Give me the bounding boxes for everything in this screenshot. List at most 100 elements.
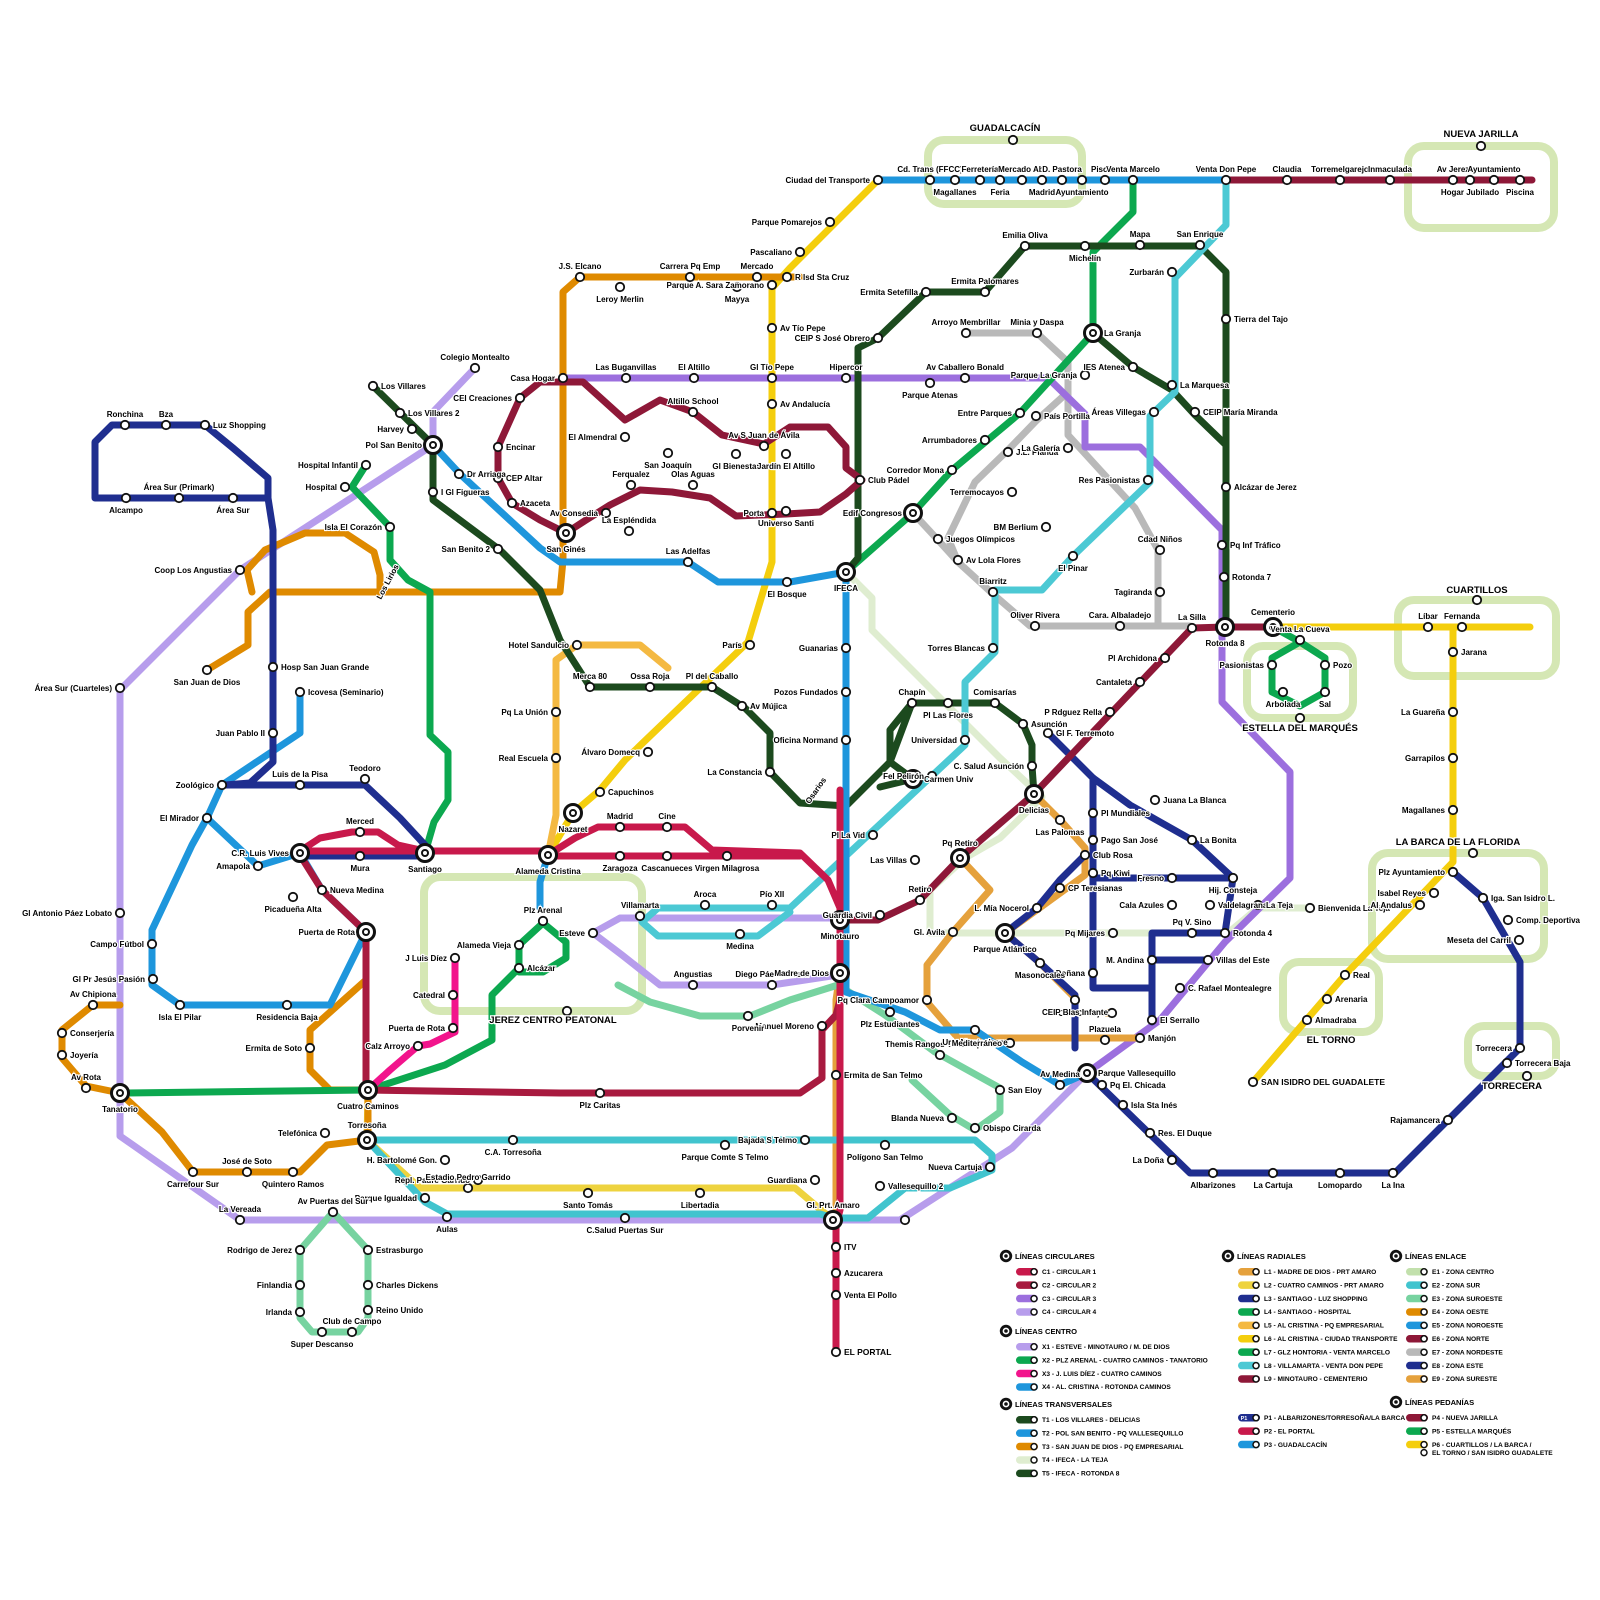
station-label: EL PORTAL <box>844 1347 891 1357</box>
station-label: Picadueña Alta <box>264 905 322 914</box>
station-cd-trans-ffcc- <box>924 174 936 186</box>
station-label: Torremelgarejo <box>1311 165 1369 174</box>
station-carrefour-sur <box>187 1166 199 1178</box>
line-T1 <box>369 382 1038 810</box>
station-label: Residencia Baja <box>256 1013 318 1022</box>
hub-inner <box>364 1086 372 1094</box>
station-l-m-a-nocerol <box>1031 902 1043 914</box>
station-azucarera <box>830 1267 842 1279</box>
legend-item-dot <box>1252 1361 1260 1370</box>
station-luis-de-la-pisa <box>294 779 306 791</box>
station-label: Albarizones <box>1190 1181 1236 1190</box>
station-el-mirador <box>201 812 213 824</box>
station-label: Magallanes <box>1402 806 1446 815</box>
station-label: La Vereada <box>219 1205 262 1214</box>
station-l-bar <box>1422 621 1434 633</box>
station-label: Puerta de Rota <box>389 1024 446 1033</box>
station-label: Cara. Albaladejo <box>1089 611 1152 620</box>
station-alc-zar <box>513 962 525 974</box>
line-E8b <box>1089 774 1237 882</box>
station-medina <box>734 928 746 940</box>
station-label: Pozo <box>1333 661 1352 670</box>
station-parque-pomarejos <box>824 216 836 228</box>
station-label: Hij. Consteja <box>1209 886 1258 895</box>
station-label: Pl Mundiales <box>1101 809 1150 818</box>
zone-stop-dot <box>1521 1070 1533 1082</box>
legend-group-icon-ring <box>1392 1398 1400 1406</box>
station-isla-sta-in-s <box>1117 1099 1129 1111</box>
station-meseta-del-carril <box>1513 934 1525 946</box>
station-charles-dickens <box>362 1279 374 1291</box>
station-oliver-rivera <box>1029 620 1041 632</box>
station-label: Rajamancera <box>1390 1116 1440 1125</box>
station-label: Juana La Blanca <box>1163 796 1227 805</box>
station-pl-la-vid <box>867 829 879 841</box>
station-la-do-a <box>1166 1154 1178 1166</box>
station-bza <box>160 419 172 431</box>
legend-item-dot <box>1252 1335 1260 1343</box>
station-label: CP Teresianas <box>1068 884 1123 893</box>
station-label: Esteve <box>559 929 585 938</box>
station-label: Alameda Vieja <box>457 941 512 950</box>
station-los-villares <box>367 380 379 392</box>
station-label: Cantaleta <box>1096 678 1133 687</box>
legend-item-label2-P6: EL TORNO / SAN ISIDRO GUADALETE <box>1432 1450 1553 1457</box>
station-isla-el-coraz-n <box>384 521 396 533</box>
station-san-juan-de-dios <box>201 664 213 676</box>
station-label: Gl Antonio Páez Lobato <box>22 909 112 918</box>
station-torremelgarejo <box>1334 174 1346 186</box>
station-santo-tom-s <box>582 1187 594 1199</box>
station-cei-creaciones <box>514 392 526 404</box>
station-alc-zar-de-jerez <box>1220 481 1232 493</box>
station-label: Azucarera <box>844 1269 883 1278</box>
zone-label: CUARTILLOS <box>1446 585 1507 596</box>
station-label: Bza <box>159 410 174 419</box>
station-biarritz <box>987 586 999 598</box>
station-merca-80 <box>584 681 596 693</box>
station-label: C.R. Luis Vives <box>231 849 289 858</box>
legend-item-dot <box>1420 1348 1428 1356</box>
station-label: Plz Estudiantes <box>860 1020 920 1029</box>
station-themis-rangos-vallesequilla <box>934 1049 946 1061</box>
station-amapola <box>252 860 264 872</box>
legend-item-dot <box>1030 1281 1038 1289</box>
station-label: Virgen Milagrosa <box>695 864 760 873</box>
legend-item-dot <box>1252 1281 1260 1289</box>
station-label: C.R. Cartuja <box>1058 1009 1104 1018</box>
station-label: Aroca <box>694 890 717 899</box>
station-label: Las Palomas <box>1036 828 1085 837</box>
station-estadio-pedro-garrido <box>462 1182 474 1194</box>
station-j-s-elcano <box>574 271 586 283</box>
station-label: Alcampo <box>109 506 143 515</box>
station-label: Mapa <box>1130 230 1151 239</box>
station-label: Hospital Infantil <box>298 461 358 470</box>
station-label: Gl Bienestar <box>712 462 759 471</box>
legend-item-dot <box>1252 1308 1260 1316</box>
zone-stop-dot <box>1475 140 1487 152</box>
station-label: Oficina Normand <box>774 736 839 745</box>
station-ossa-roja <box>644 681 656 693</box>
legend-item-label-L2: L2 - CUATRO CAMINOS - PRT AMARO <box>1264 1282 1384 1289</box>
station-label: Comisarías <box>973 688 1017 697</box>
hub-inner <box>956 854 964 862</box>
station-parque-la-granja <box>1079 369 1091 381</box>
station-label: Madrid <box>1029 188 1055 197</box>
station-diego-p-ez-herrera <box>766 979 778 991</box>
station-club-de-campo <box>346 1326 358 1338</box>
station-av-chipiona <box>87 999 99 1011</box>
line-E8c <box>1221 874 1237 937</box>
station-label: Irlanda <box>266 1308 293 1317</box>
station-gl-pr-jes-s-pasi-n <box>147 973 159 985</box>
zone-box-guadalcac-n <box>924 136 1086 208</box>
station-label: Nueva Medina <box>330 886 384 895</box>
station-label: Venta Don Pepe <box>1196 165 1257 174</box>
station-finlandia <box>294 1279 306 1291</box>
station--rea-sur-cuarteles- <box>114 682 126 694</box>
line-T1b <box>876 699 917 791</box>
station-label: Torres Blancas <box>928 644 986 653</box>
station-label: Retiro <box>908 885 931 894</box>
station-label: Luz Shopping <box>213 421 266 430</box>
station-bm-berlium <box>1040 521 1052 533</box>
line-T3a <box>203 273 804 674</box>
